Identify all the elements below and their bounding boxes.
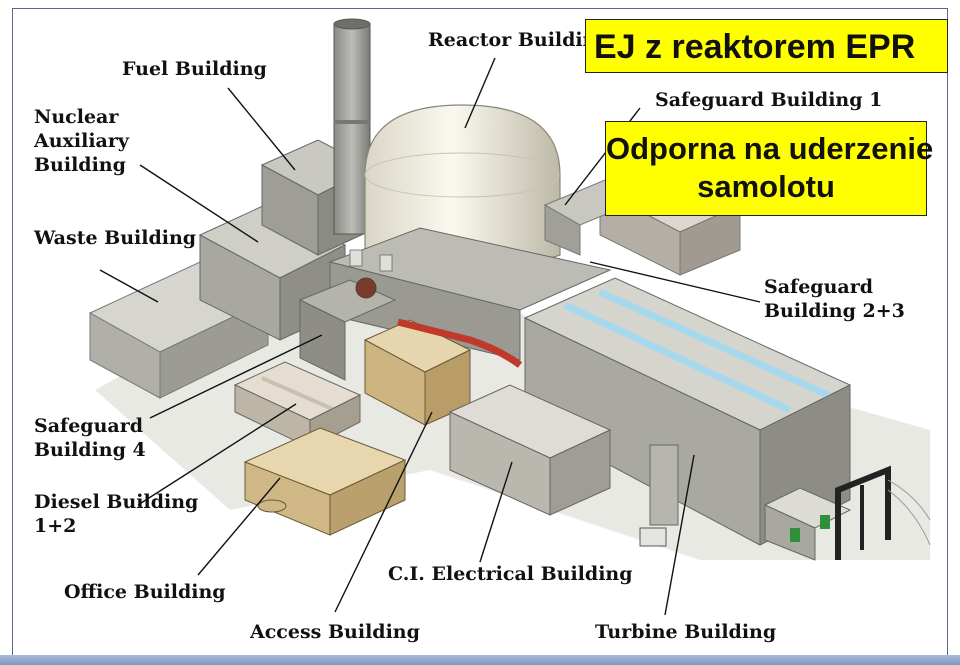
central-nuclear-island	[298, 227, 612, 381]
label-access-building: Access Building	[250, 621, 420, 643]
label-nuclear-auxiliary-building: Nuclear Auxiliary Building	[34, 106, 129, 176]
label-safeguard-building-1: Safeguard Building 1	[655, 89, 883, 111]
slide-title: EJ z reaktorem EPR	[585, 19, 948, 73]
ventilation-stack	[333, 18, 371, 235]
label-diesel-building: Diesel Building 1+2	[34, 491, 199, 537]
label-fuel-building: Fuel Building	[122, 58, 267, 80]
leader-lines	[99, 57, 761, 616]
aircraft-resistance-note: Odporna na uderzenie samolotu	[605, 121, 933, 216]
label-turbine-building: Turbine Building	[595, 621, 777, 643]
bottom-bar	[0, 655, 960, 665]
label-safeguard-building-4: Safeguard Building 4	[34, 415, 146, 461]
label-reactor-building: Reactor Building	[428, 29, 610, 51]
label-office-building: Office Building	[64, 581, 226, 603]
office-building-shape	[243, 427, 407, 536]
label-safeguard-building-2-3: Safeguard Building 2+3	[764, 276, 905, 322]
label-ci-electrical-building: C.I. Electrical Building	[388, 563, 633, 585]
access-building-shape	[363, 318, 523, 426]
switchyard	[639, 465, 931, 561]
ci-electrical-building-shape	[448, 384, 612, 516]
label-waste-building: Waste Building	[34, 227, 197, 249]
